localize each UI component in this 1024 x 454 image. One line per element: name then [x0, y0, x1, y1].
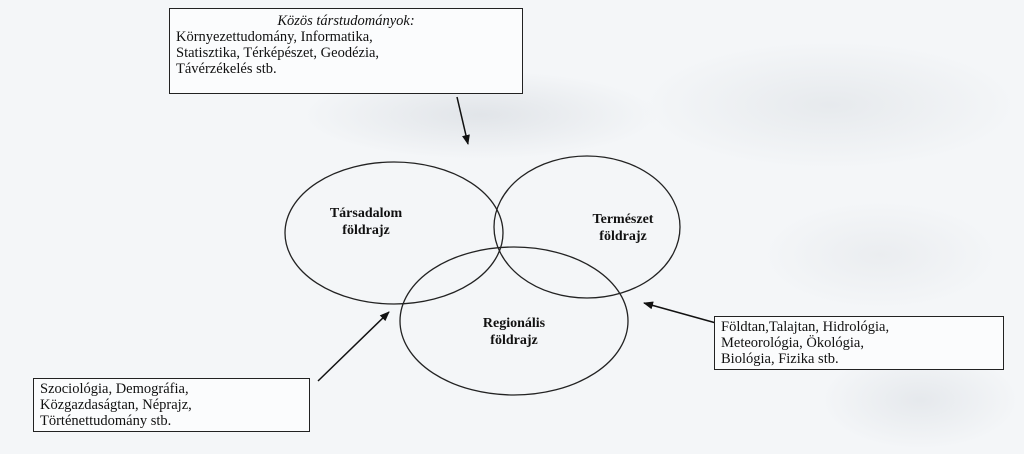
label-tarsadalom: Társadalom földrajz: [296, 205, 436, 239]
shared-disciplines-line: Távérzékelés stb.: [176, 61, 277, 77]
natural-sciences-line: Meteorológia, Ökológia,: [721, 335, 864, 351]
circle-termeszet: [493, 155, 681, 299]
natural-sciences-box: Földtan,Talajtan, Hidrológia, Meteorológ…: [714, 316, 1004, 370]
label-line: földrajz: [599, 229, 647, 244]
shared-disciplines-box: Közös társtudományok: Környezettudomány,…: [169, 8, 523, 94]
label-line: földrajz: [342, 223, 390, 238]
label-line: Társadalom: [329, 206, 403, 221]
social-sciences-line: Közgazdaságtan, Néprajz,: [40, 397, 192, 413]
arrow-left: [317, 311, 390, 382]
social-sciences-box: Szociológia, Demográfia, Közgazdaságtan,…: [33, 378, 310, 432]
label-line: Természet: [592, 212, 654, 227]
label-regionalis: Regionális földrajz: [444, 315, 584, 349]
background-smudge: [760, 200, 1000, 310]
circle-regionalis: [399, 246, 629, 396]
label-line: Regionális: [482, 316, 546, 331]
natural-sciences-line: Biológia, Fizika stb.: [721, 351, 839, 367]
shared-disciplines-line: Környezettudomány, Informatika,: [176, 29, 373, 45]
background-smudge: [640, 40, 1020, 170]
arrow-right: [643, 301, 717, 324]
arrow-top: [456, 96, 470, 145]
social-sciences-line: Szociológia, Demográfia,: [40, 381, 189, 397]
natural-sciences-line: Földtan,Talajtan, Hidrológia,: [721, 319, 890, 335]
label-line: földrajz: [490, 333, 538, 348]
shared-disciplines-line: Statisztika, Térképészet, Geodézia,: [176, 45, 380, 61]
circle-tarsadalom: [284, 161, 504, 305]
social-sciences-line: Történettudomány stb.: [40, 413, 172, 429]
label-termeszet: Természet földrajz: [553, 211, 693, 245]
shared-disciplines-heading: Közös társtudományok:: [277, 13, 415, 29]
